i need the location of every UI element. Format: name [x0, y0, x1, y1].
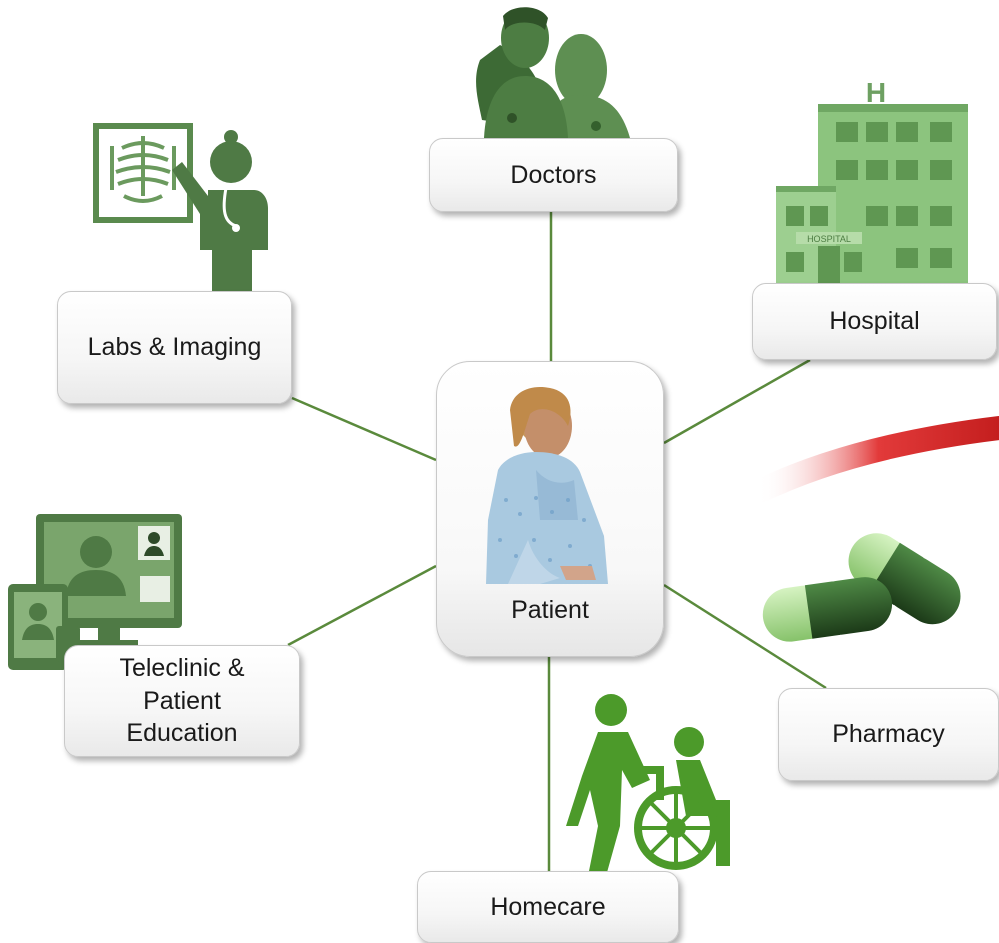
- hospital-sign: HOSPITAL: [807, 234, 851, 244]
- wheelchair-caregiver-icon: [566, 694, 730, 876]
- node-teleclinic[interactable]: Teleclinic & Patient Education: [64, 645, 300, 757]
- node-labs-label: Labs & Imaging: [87, 333, 262, 362]
- node-teleclinic-line-1: Teleclinic &: [119, 654, 245, 683]
- node-doctors[interactable]: Doctors: [429, 138, 678, 212]
- node-teleclinic-line-3: Education: [126, 719, 238, 748]
- node-patient[interactable]: Patient: [436, 361, 664, 657]
- node-pharmacy-label: Pharmacy: [832, 720, 945, 749]
- connector-labs: [291, 396, 437, 462]
- xray-doctor-icon: [93, 123, 268, 292]
- node-pharmacy[interactable]: Pharmacy: [778, 688, 999, 781]
- node-hospital[interactable]: Hospital: [752, 283, 997, 360]
- node-teleclinic-line-2: Patient: [143, 686, 221, 715]
- connectors: [287, 212, 827, 871]
- telemedicine-icon: [8, 514, 182, 670]
- node-patient-label: Patient: [511, 595, 589, 624]
- node-labs-imaging[interactable]: Labs & Imaging: [57, 291, 292, 404]
- connector-pharmacy: [663, 583, 827, 690]
- connector-hospital: [663, 358, 811, 445]
- hospital-icon: H HOSPITAL: [776, 77, 968, 284]
- node-teleclinic-label: Teleclinic & Patient Education: [119, 652, 244, 750]
- node-homecare-label: Homecare: [490, 892, 606, 921]
- node-doctors-label: Doctors: [510, 160, 597, 189]
- pills-icon: [762, 533, 961, 642]
- connector-teleclinic: [287, 564, 437, 647]
- doctors-icon: [476, 7, 630, 138]
- node-hospital-label: Hospital: [829, 307, 920, 336]
- svg-text:H: H: [866, 77, 886, 108]
- node-homecare[interactable]: Homecare: [417, 871, 679, 943]
- stethoscope-tube-icon: [746, 416, 999, 504]
